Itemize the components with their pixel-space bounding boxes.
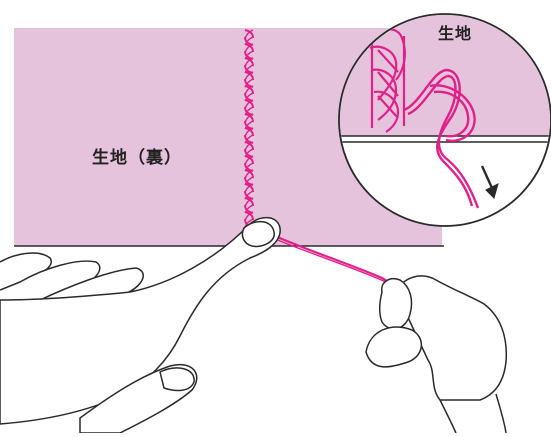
detail-circle (338, 13, 551, 227)
right-hand-palm (395, 275, 508, 401)
fabric-back-label: 生地（裏） (92, 148, 182, 168)
right-hand-thumb (365, 326, 422, 368)
detail-thread-loop (403, 68, 480, 209)
chain-stitch (244, 29, 254, 228)
arrow-down-right-icon (480, 165, 499, 199)
left-hand-fingernail (241, 220, 275, 248)
right-hand (365, 275, 508, 434)
fabric-label: 生地 (438, 24, 473, 43)
right-hand-wrist (439, 393, 507, 434)
left-hand (0, 216, 281, 434)
left-hand-thumbnail (159, 367, 195, 392)
right-hand-index-finger (378, 278, 413, 330)
detail-chain-stitch (369, 28, 406, 133)
